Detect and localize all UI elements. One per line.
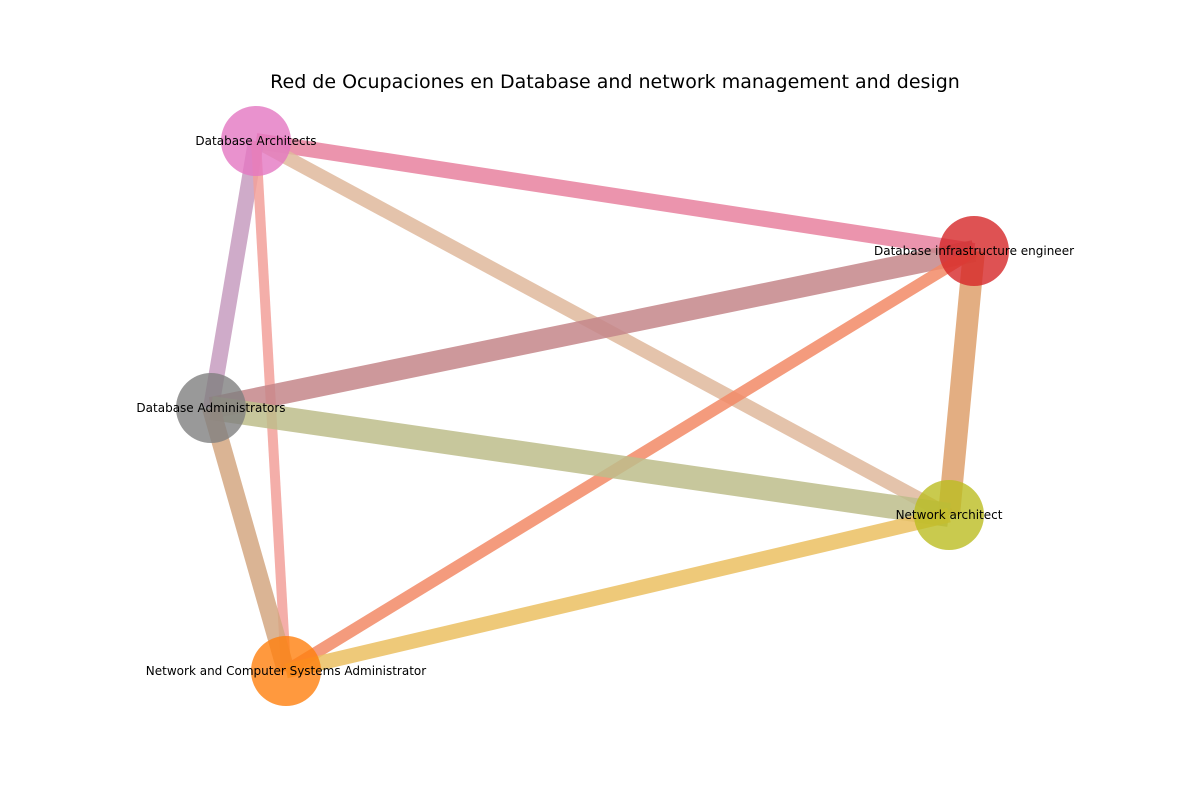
edge-infra-admins <box>208 240 977 419</box>
node-admins <box>176 373 246 443</box>
node-infra <box>939 216 1009 286</box>
edge-admins-netsys <box>202 405 295 674</box>
node-netsys <box>251 636 321 706</box>
edge-netarch-netsys <box>284 507 951 679</box>
node-label-netarch: Network architect <box>896 508 1003 522</box>
edge-admins-netarch <box>209 396 951 527</box>
edge-infra-netarch <box>938 249 985 517</box>
nodes-layer <box>176 106 1009 706</box>
edge-architects-admins <box>203 139 264 410</box>
node-netarch <box>914 480 984 550</box>
edges-layer <box>202 133 985 679</box>
node-label-architects: Database Architects <box>195 134 316 148</box>
node-label-netsys: Network and Computer Systems Administrat… <box>146 664 426 678</box>
node-label-admins: Database Administrators <box>136 401 285 415</box>
edge-architects-infra <box>254 133 976 259</box>
diagram-title: Red de Ocupaciones en Database and netwo… <box>270 71 960 93</box>
node-label-infra: Database infrastructure engineer <box>874 244 1074 258</box>
node-architects <box>221 106 291 176</box>
